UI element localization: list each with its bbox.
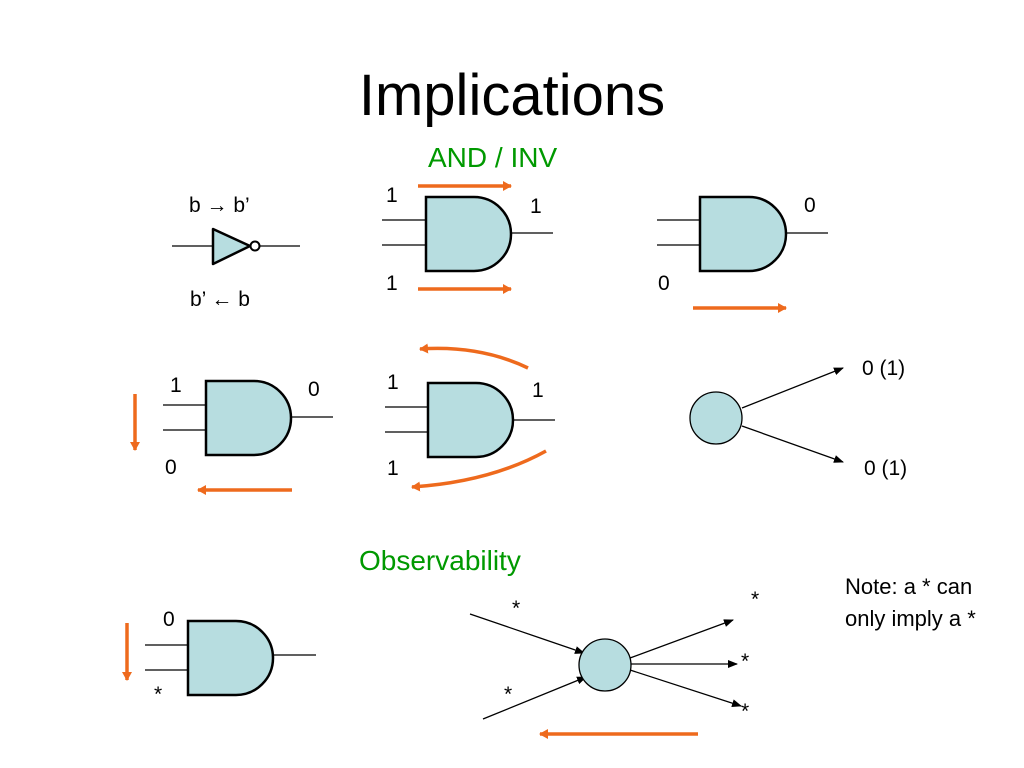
observability-node: [469, 613, 742, 720]
heading-observability: Observability: [359, 545, 521, 576]
gate2-in-bottom: 0: [658, 272, 670, 295]
gate4-in-top: 1: [387, 371, 399, 394]
inverter-backward-label: b’ ← b: [190, 288, 250, 311]
gate4-in-bottom: 1: [387, 457, 399, 480]
gate3-in-bottom: 0: [165, 456, 177, 479]
obs-out-mid-label: *: [741, 650, 750, 673]
gate3-out: 0: [308, 378, 320, 401]
gate5-in-top: 0: [163, 608, 175, 631]
gate1-in-top: 1: [386, 184, 398, 207]
and-gate-4: [385, 381, 555, 459]
gate2-out: 0: [804, 194, 816, 217]
arrow-curve-bottom-4: [411, 449, 547, 492]
gate1-out: 1: [530, 195, 542, 218]
obs-out-bottom-label: *: [741, 700, 750, 723]
heading-and-inv: AND / INV: [428, 142, 558, 173]
fanout-branch-bottom-label: 0 (1): [864, 457, 908, 480]
obs-in-bottom-label: *: [504, 683, 513, 706]
obs-out-top-label: *: [751, 588, 760, 611]
gate1-in-bottom: 1: [386, 272, 398, 295]
gate4-out: 1: [532, 379, 544, 402]
fanout-branch-top-label: 0 (1): [862, 357, 906, 380]
and-gate-1: [382, 195, 553, 273]
note-text: Note: a * can only imply a *: [845, 574, 976, 631]
obs-in-top-label: *: [512, 597, 521, 620]
and-gate-5: [145, 619, 316, 697]
gate3-in-top: 1: [170, 374, 182, 397]
arrow-curve-top-4: [419, 343, 529, 370]
and-gate-2: [657, 195, 828, 273]
inverter-forward-label: b → b’: [189, 194, 250, 217]
page-title: Implications: [358, 63, 666, 128]
fanout-node: [689, 367, 844, 463]
inverter-gate: [172, 227, 300, 266]
and-gate-3: [163, 379, 333, 457]
gate5-in-bottom: *: [154, 683, 163, 706]
